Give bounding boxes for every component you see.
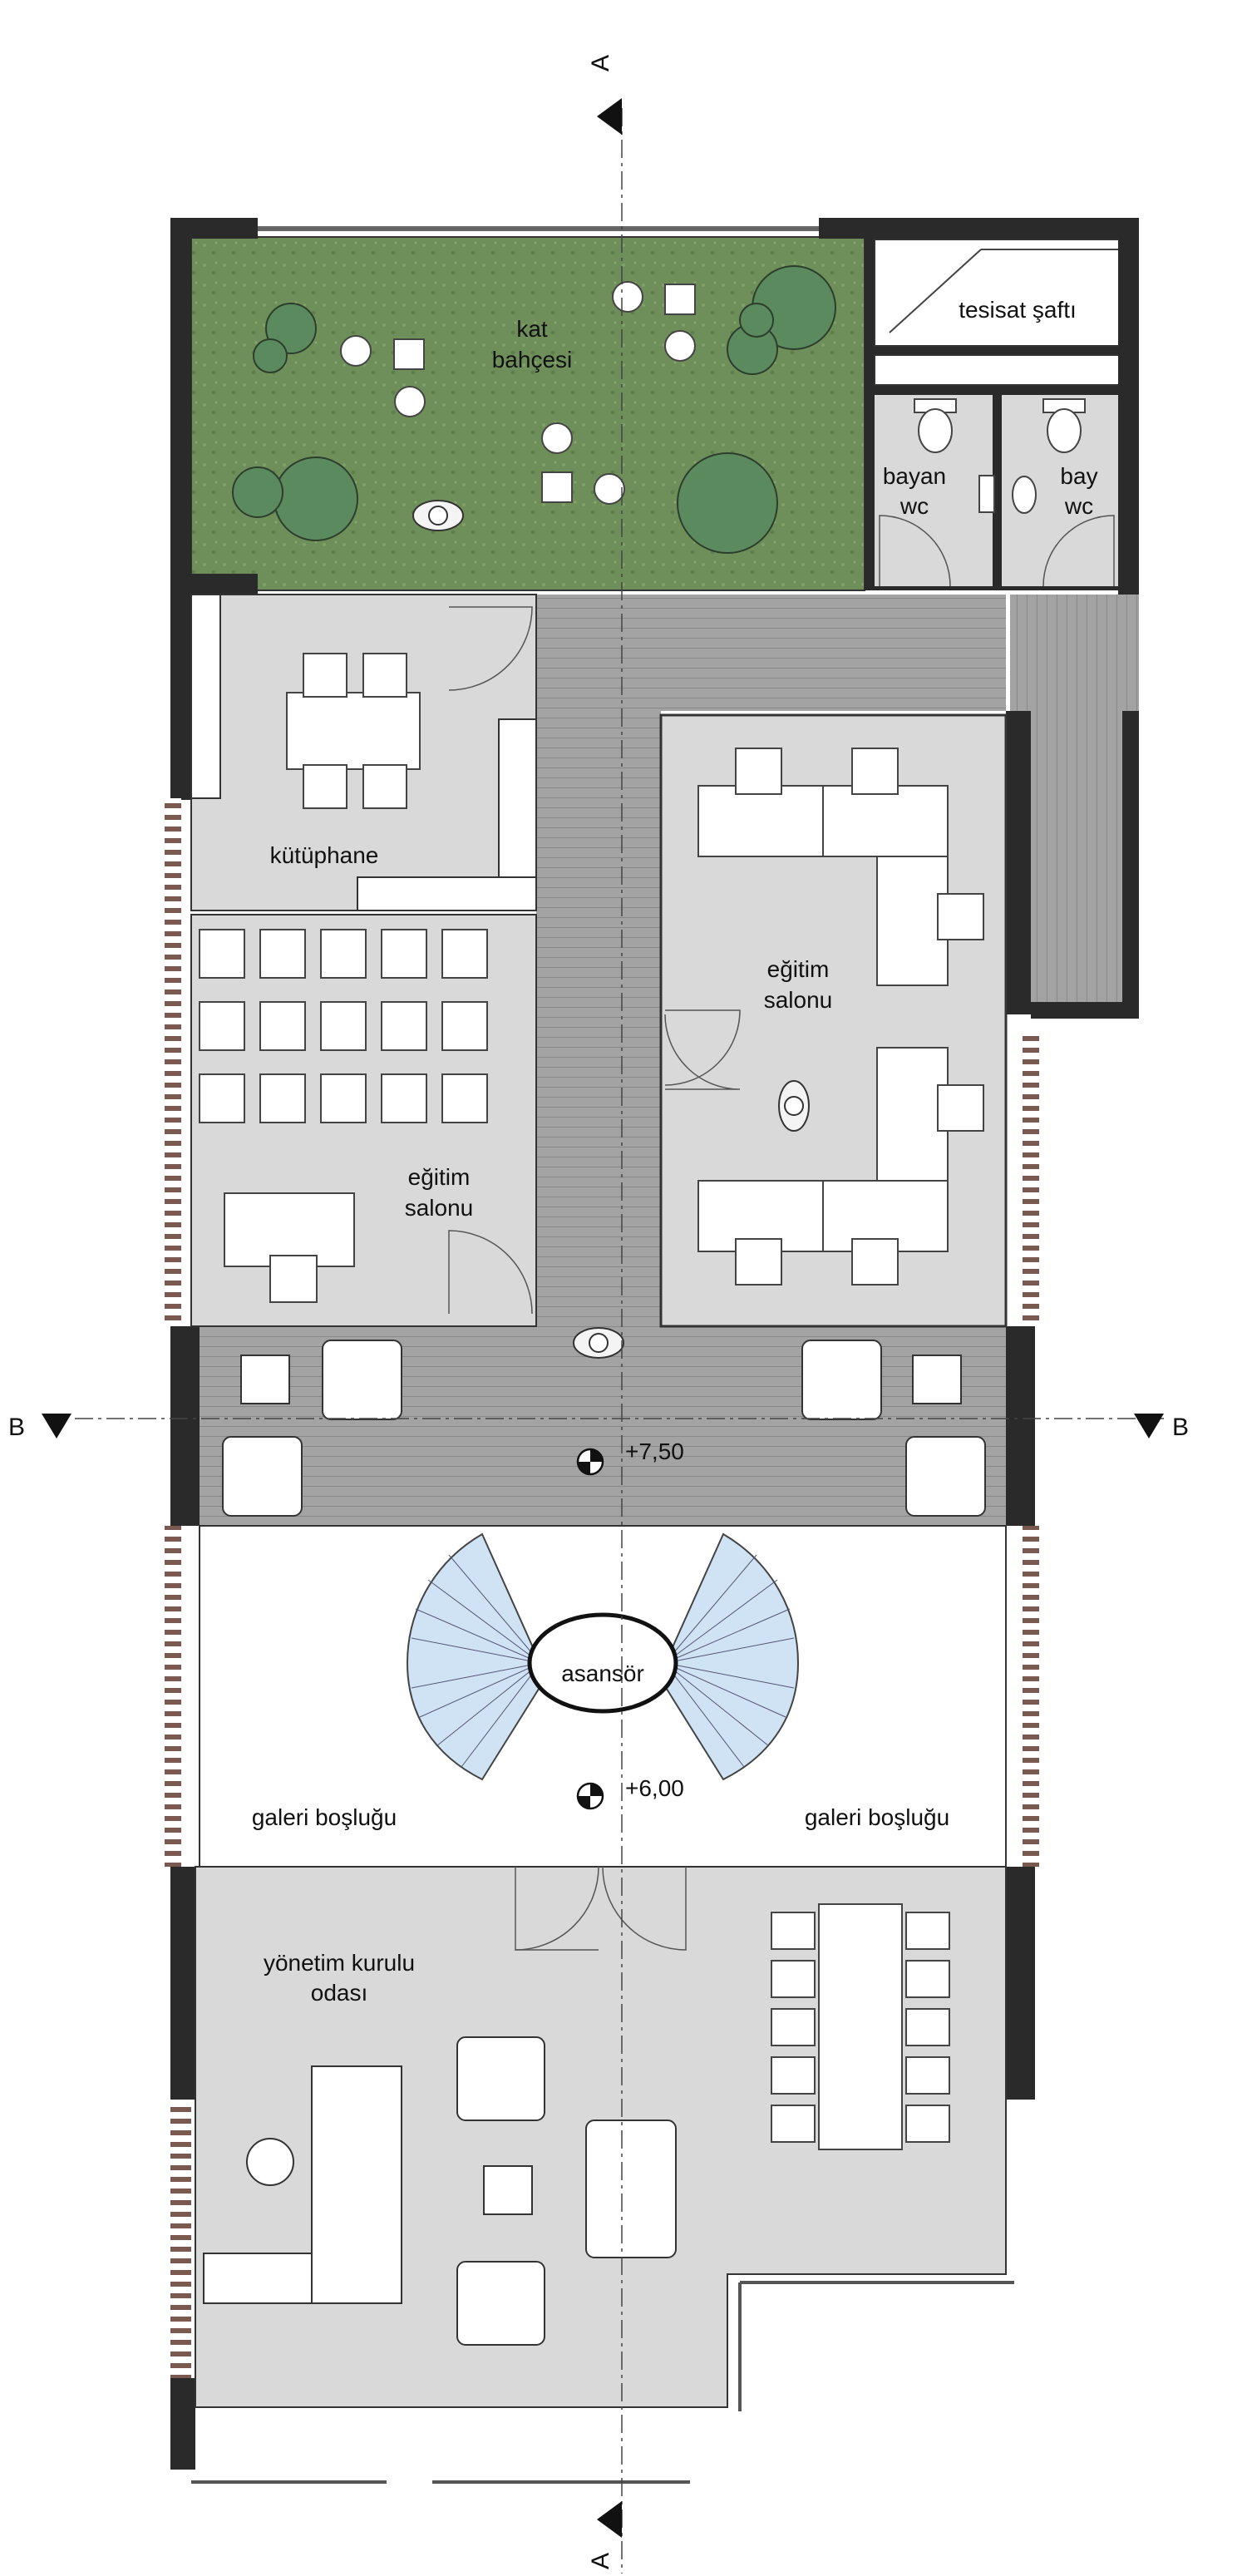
library-table: [286, 653, 421, 809]
section-a-bottom: A: [587, 2553, 614, 2569]
library-label: kütüphane: [270, 842, 379, 868]
training-room-left: eğitim salonu: [190, 914, 537, 1327]
level-lower: +6,00: [625, 1775, 684, 1801]
roof-garden: kat bahçesi: [190, 236, 865, 591]
section-a-top: A: [587, 55, 614, 72]
gallery-area: asansör galeri boşluğu galeri boşluğu: [199, 1525, 1007, 1868]
board-furniture: [203, 2036, 677, 2346]
level-upper: +7,50: [625, 1439, 684, 1464]
wc-men-label-1: bay: [1060, 463, 1097, 489]
wc-women-label-2: wc: [899, 493, 929, 519]
toilet-icon: [914, 398, 1086, 514]
facade-railings: [165, 798, 1039, 2484]
wc-men-label-2: wc: [1064, 493, 1093, 519]
garden-label-1: kat: [516, 316, 548, 342]
desk-grid: [199, 929, 488, 1303]
board-table: [771, 1903, 950, 2150]
gallery-right-label: galeri boşluğu: [805, 1804, 949, 1830]
library-room: kütüphane: [190, 594, 537, 911]
gallery-left-label: galeri boşluğu: [252, 1804, 397, 1830]
training-right-label-1: eğitim: [767, 956, 830, 982]
section-markers: [42, 98, 1164, 2538]
elevator-label: asansör: [561, 1661, 644, 1686]
person-icon: [778, 1080, 810, 1132]
lounge-furniture: [222, 1340, 986, 1517]
service-block: tesisat şaftı bayan wc bay wc: [865, 220, 1139, 590]
board-room-label-1: yönetim kurulu: [264, 1950, 415, 1976]
level-marker-icon: [576, 1448, 604, 1810]
wc-women-label-1: bayan: [883, 463, 946, 489]
section-b-left: B: [8, 1414, 25, 1441]
outer-walls: [170, 218, 1139, 2470]
section-lines: [75, 108, 1164, 2574]
garden-label-2: bahçesi: [492, 347, 573, 373]
garden-furniture: [340, 281, 696, 505]
office-desks: [697, 748, 984, 1286]
training-right-label-2: salonu: [764, 987, 833, 1013]
training-left-label-1: eğitim: [408, 1164, 471, 1190]
training-room-right: eğitim salonu: [659, 713, 1008, 1328]
board-room: yönetim kurulu odası: [195, 1866, 1007, 2408]
person-icon: [412, 500, 464, 531]
training-left-label-2: salonu: [405, 1195, 474, 1221]
person-icon: [573, 1327, 624, 1359]
shaft-label: tesisat şaftı: [959, 297, 1077, 323]
section-b-right: B: [1172, 1414, 1189, 1441]
tree-icon: [232, 265, 836, 554]
board-room-label-2: odası: [311, 1980, 368, 2006]
